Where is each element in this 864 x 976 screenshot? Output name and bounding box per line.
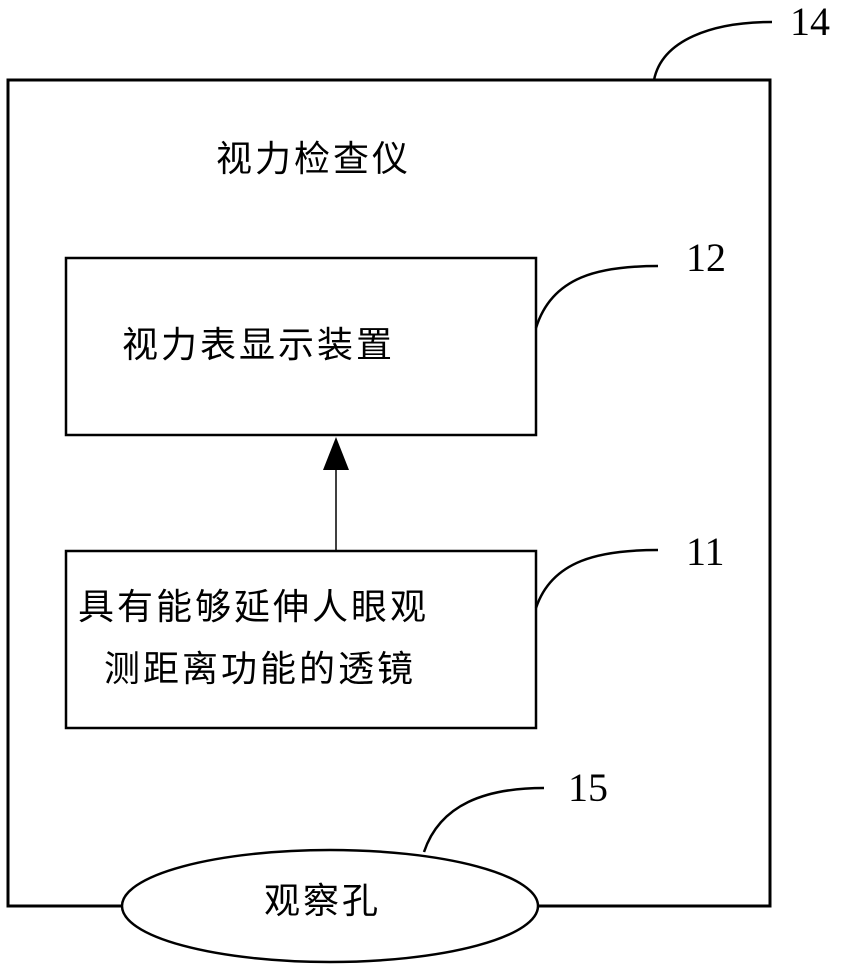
lens-label-line1: 具有能够延伸人眼观 [78,587,430,628]
eyepiece-label: 观察孔 [264,881,382,922]
device-title: 视力检查仪 [216,139,412,180]
leader-line-11 [534,548,659,609]
leader-line-15 [422,786,545,853]
arrow-head-icon [323,437,349,470]
lens-box [64,549,538,730]
ref-number-11: 11 [686,529,725,574]
leader-line-12 [534,264,659,329]
display-device-box [64,256,538,437]
ref-number-14: 14 [790,0,830,44]
ref-number-12: 12 [686,235,726,280]
eyepiece-ellipse [120,848,540,964]
display-device-label: 视力表显示装置 [122,325,396,366]
lens-label-line2: 测距离功能的透镜 [104,649,417,690]
outer-frame [6,78,772,908]
leader-line-14 [652,20,773,81]
ref-number-15: 15 [568,765,608,810]
